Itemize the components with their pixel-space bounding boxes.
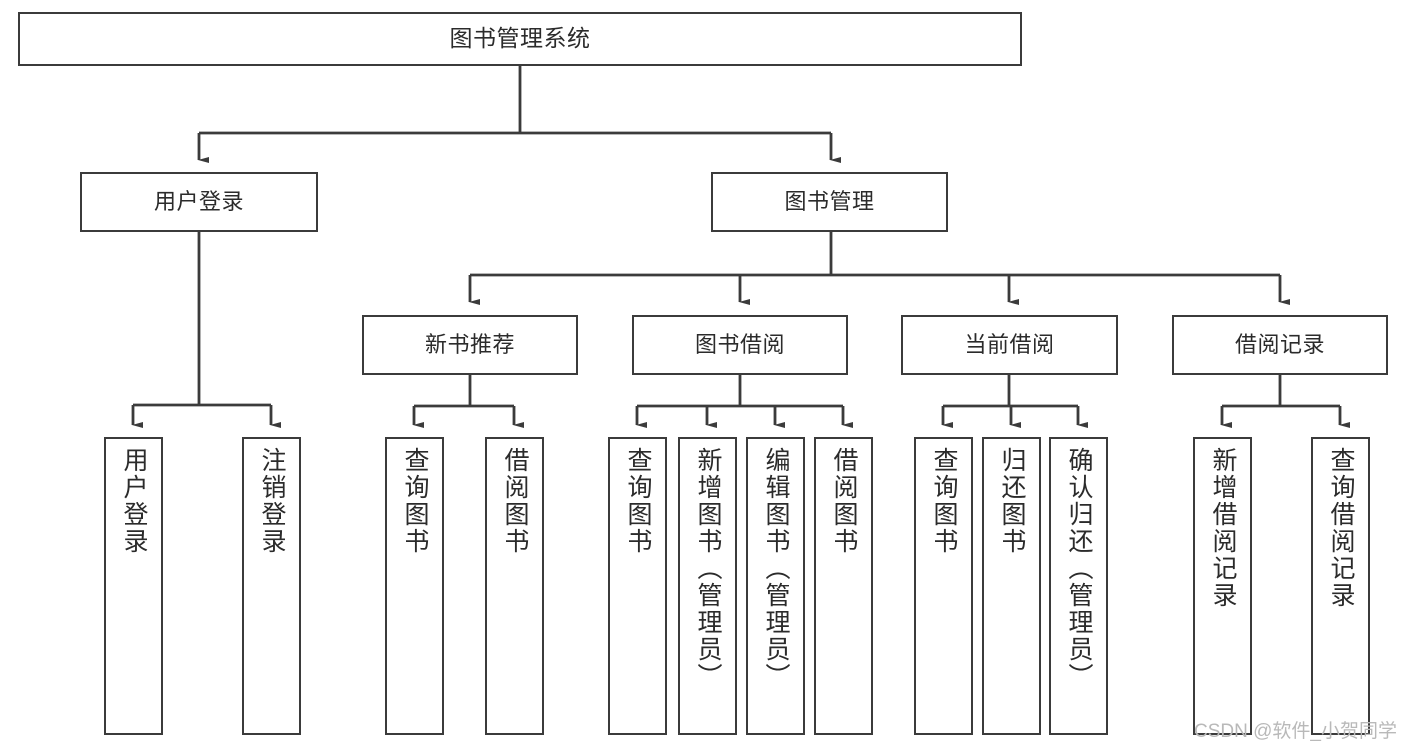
leaf-confirm-return-admin[interactable]: 确认归还（管理员） [1049, 437, 1108, 735]
node-label: 查询借阅记录 [1327, 447, 1355, 609]
node-label: 查询图书 [401, 447, 429, 555]
node-label: 编辑图书（管理员） [762, 447, 790, 690]
node-label: 新书推荐 [424, 331, 515, 357]
leaf-add-book-admin[interactable]: 新增图书（管理员） [678, 437, 737, 735]
leaf-query-book-borrow[interactable]: 查询图书 [608, 437, 667, 735]
node-label: 图书管理系统 [449, 25, 591, 52]
leaf-user-login[interactable]: 用户登录 [104, 437, 163, 735]
node-label: 当前借阅 [964, 331, 1055, 357]
leaf-add-borrow-record[interactable]: 新增借阅记录 [1193, 437, 1252, 735]
leaf-query-book-recommend[interactable]: 查询图书 [385, 437, 444, 735]
leaf-query-borrow-record[interactable]: 查询借阅记录 [1311, 437, 1370, 735]
node-label: 借阅记录 [1234, 331, 1325, 357]
node-label: 图书借阅 [694, 331, 785, 357]
node-label: 借阅图书 [501, 447, 529, 555]
node-root-system[interactable]: 图书管理系统 [18, 12, 1022, 66]
node-label: 用户登录 [120, 447, 148, 555]
node-label: 确认归还（管理员） [1065, 447, 1093, 690]
node-label: 查询图书 [930, 447, 958, 555]
node-user-login[interactable]: 用户登录 [80, 172, 318, 232]
leaf-borrow-book[interactable]: 借阅图书 [814, 437, 873, 735]
node-label: 注销登录 [258, 447, 286, 555]
node-label: 新增图书（管理员） [694, 447, 722, 690]
node-label: 新增借阅记录 [1209, 447, 1237, 609]
leaf-edit-book-admin[interactable]: 编辑图书（管理员） [746, 437, 805, 735]
node-new-book-recommendation[interactable]: 新书推荐 [362, 315, 578, 375]
node-label: 查询图书 [624, 447, 652, 555]
leaf-borrow-book-recommend[interactable]: 借阅图书 [485, 437, 544, 735]
node-label: 借阅图书 [830, 447, 858, 555]
leaf-return-book[interactable]: 归还图书 [982, 437, 1041, 735]
node-label: 用户登录 [153, 188, 244, 214]
node-borrow-record[interactable]: 借阅记录 [1172, 315, 1388, 375]
node-label: 归还图书 [998, 447, 1026, 555]
leaf-logout[interactable]: 注销登录 [242, 437, 301, 735]
node-current-borrow[interactable]: 当前借阅 [901, 315, 1118, 375]
node-book-borrow[interactable]: 图书借阅 [632, 315, 848, 375]
node-book-management[interactable]: 图书管理 [711, 172, 948, 232]
node-label: 图书管理 [784, 188, 875, 214]
leaf-query-book-current[interactable]: 查询图书 [914, 437, 973, 735]
